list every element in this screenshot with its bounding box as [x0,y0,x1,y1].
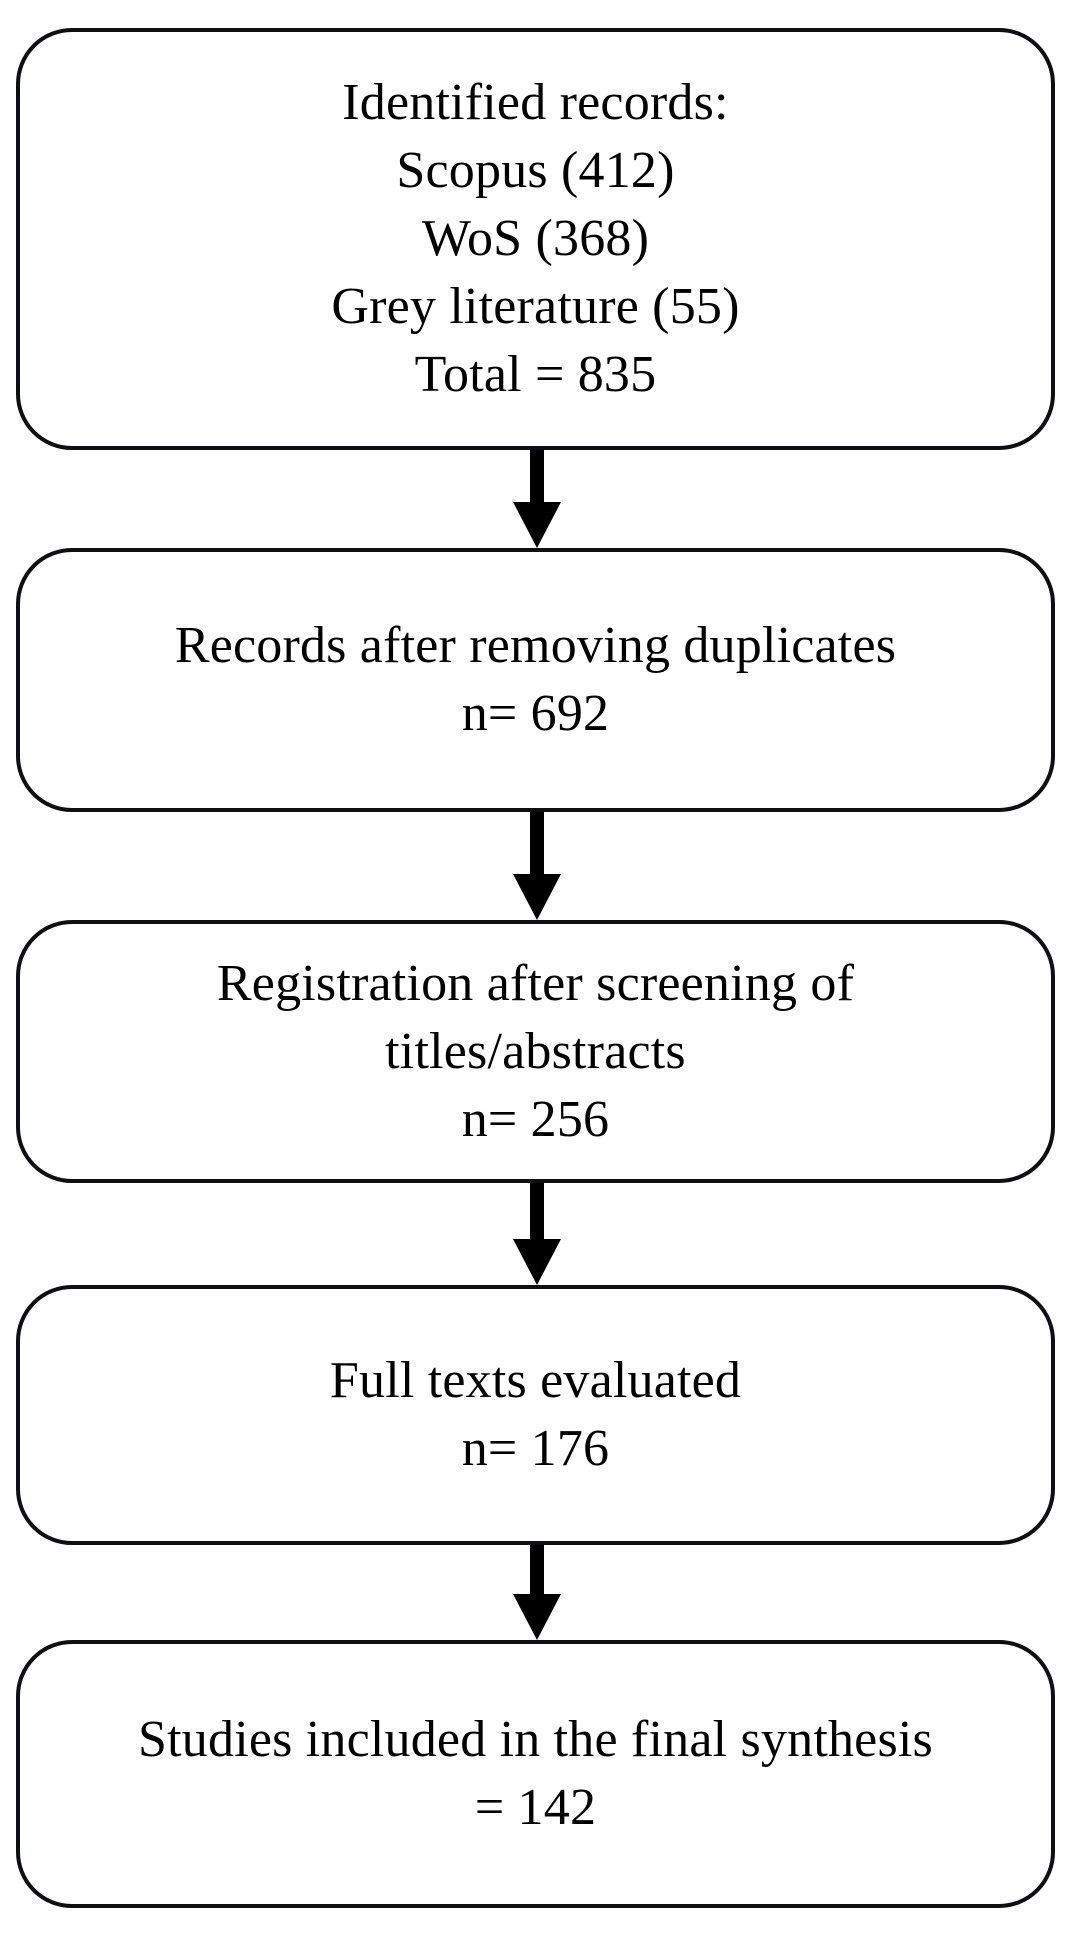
arrow-head [513,502,561,548]
arrow-head [513,874,561,920]
arrow-stem [530,450,544,504]
flow-box-studies-included: Studies included in the final synthesis =… [16,1640,1055,1908]
flow-arrow-down-1 [513,450,561,548]
arrow-stem [530,1183,544,1241]
flow-box-registration-after-screening: Registration after screening of titles/ab… [16,920,1055,1183]
flow-box-text-line: titles/abstracts [385,1022,686,1080]
arrow-stem [530,1545,544,1596]
flow-box-text-line: Grey literature (55) [331,278,740,335]
flow-box-text-line: Full texts evaluated [329,1352,742,1409]
flow-box-full-texts-evaluated: Full texts evaluated n= 176 [16,1285,1055,1545]
flow-box-text-line: Studies included in the final synthesis [138,1711,933,1768]
flow-box-records-after-duplicates: Records after removing duplicates n= 692 [16,548,1055,812]
flow-box-text-line: n= 256 [461,1090,610,1148]
flow-box-text-line: Total = 835 [414,346,657,403]
flow-box-text-line: n= 692 [461,685,610,742]
flow-box-text-line: n= 176 [461,1420,610,1477]
flow-box-identified-records: Identified records: Scopus (412) WoS (368)… [16,28,1055,450]
flow-box-text-line: WoS (368) [421,210,650,267]
flow-arrow-down-2 [513,812,561,920]
flow-arrow-down-4 [513,1545,561,1640]
arrow-head [513,1239,561,1285]
flow-arrow-down-3 [513,1183,561,1285]
flow-box-text-line: Identified records: [342,74,729,131]
flow-box-text-line: Scopus (412) [396,142,675,199]
arrow-head [513,1594,561,1640]
flow-box-text-line: Records after removing duplicates [174,617,897,674]
flow-box-text-line: Registration after screening of [216,954,855,1012]
flow-box-text-line: = 142 [474,1779,597,1836]
arrow-stem [530,812,544,876]
